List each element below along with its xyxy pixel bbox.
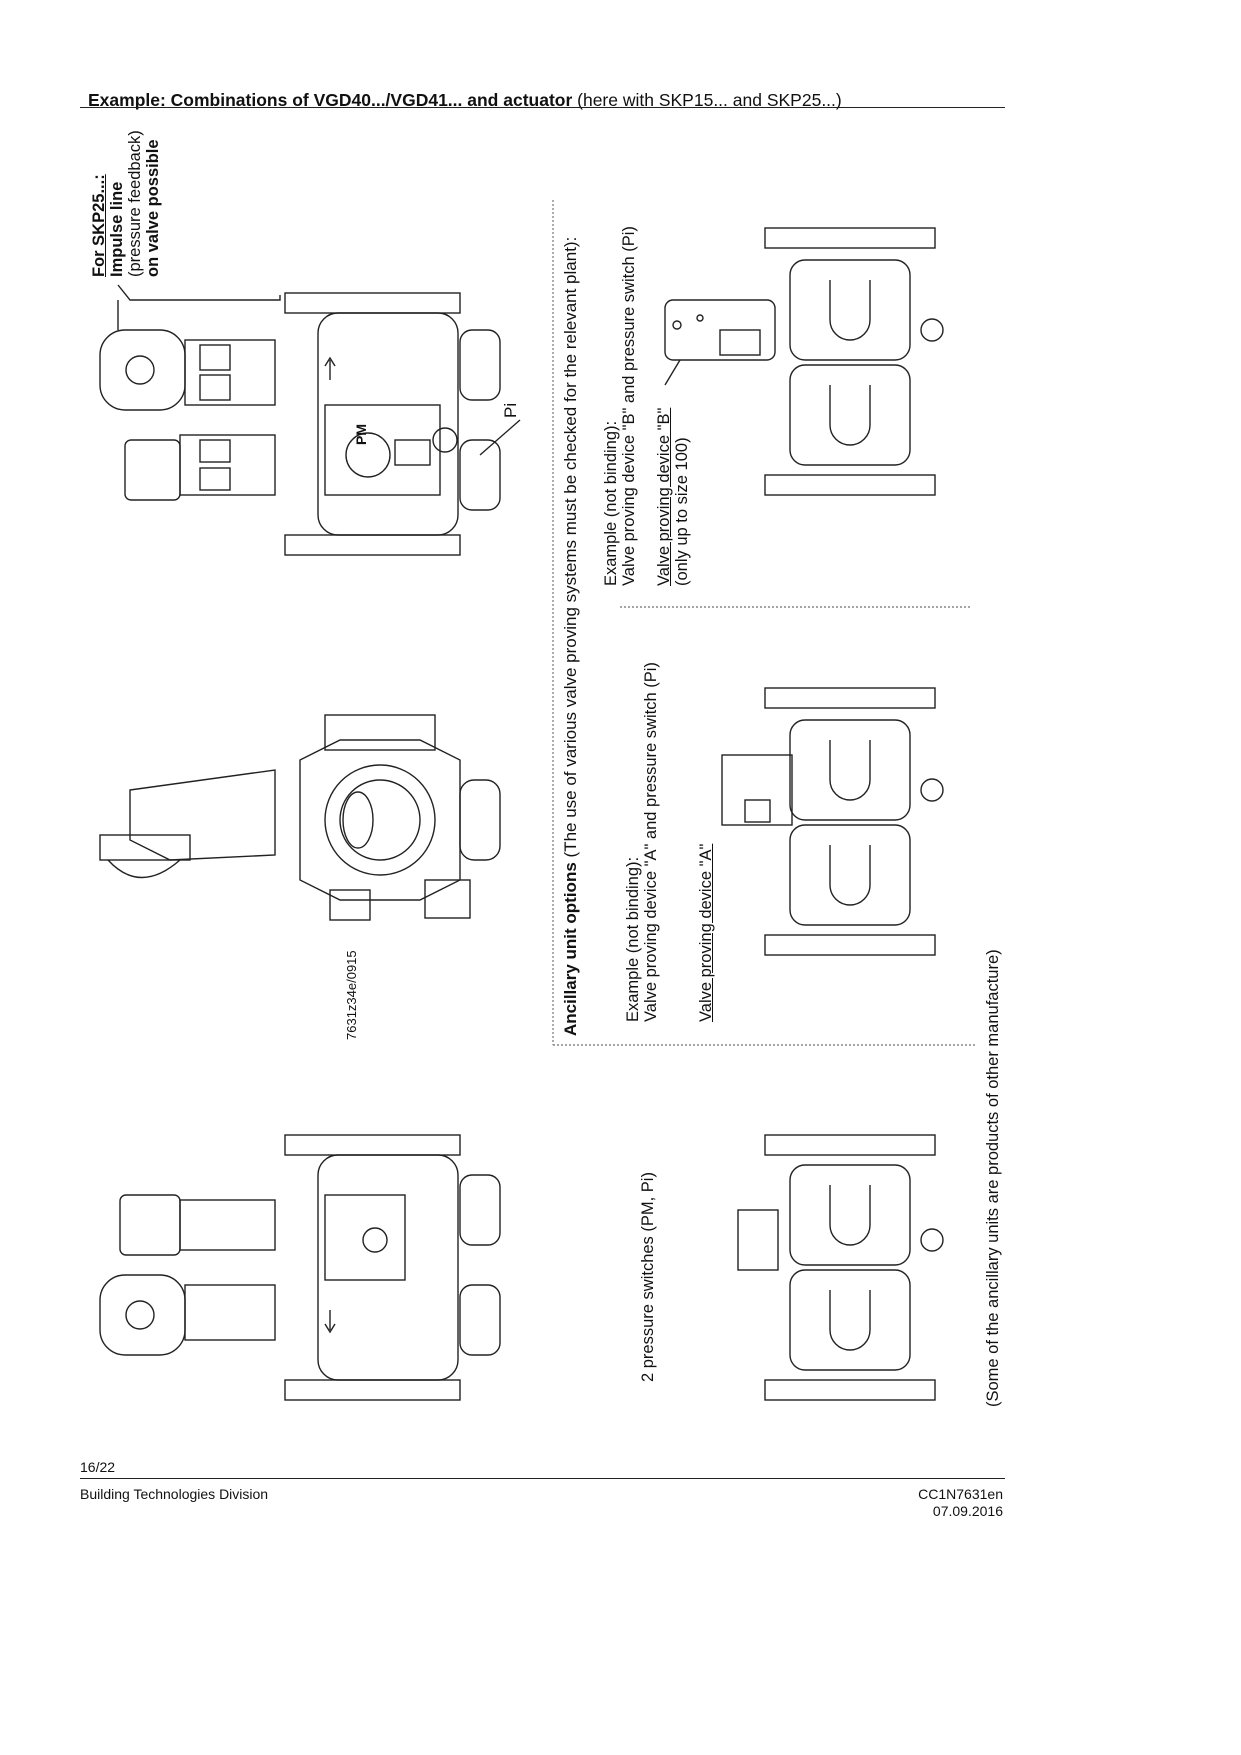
title-bold: Example: Combinations of VGD40.../VGD41.…	[88, 90, 573, 110]
device-a-text: Valve proving device "A"	[697, 843, 715, 1022]
page-number: 16/22	[80, 1459, 116, 1475]
note-line-1: For SKP25...:	[90, 174, 108, 277]
ancillary-heading-rest: (The use of various valve proving system…	[561, 236, 580, 863]
note-line-4: on valve possible	[144, 139, 162, 277]
device-b-line-2: (only up to size 100)	[673, 437, 691, 586]
valve-drawing-top-pm-pi	[99, 292, 521, 556]
example-b-text: Example (not binding): Valve proving dev…	[602, 226, 638, 586]
drawing-id: 7631z34e/0915	[344, 950, 359, 1040]
example-b-line-1: Example (not binding):	[602, 420, 620, 586]
pi-label: Pi	[501, 402, 520, 418]
example-a-line-2: Valve proving device "A" and pressure sw…	[642, 662, 660, 1022]
valve-drawing-bottom-view	[99, 1134, 501, 1401]
device-b-text: Valve proving device "B" (only up to siz…	[655, 408, 691, 586]
footer-division: Building Technologies Division	[80, 1486, 269, 1502]
other-manufacture-note: (Some of the ancillary units are product…	[984, 949, 1002, 1407]
page-title: Example: Combinations of VGD40.../VGD41.…	[88, 90, 842, 111]
title-rest: (here with SKP15... and SKP25...)	[572, 90, 842, 110]
example-a-line-1: Example (not binding):	[624, 856, 642, 1022]
note-line-2: Impulse line	[108, 181, 126, 277]
example-b-line-2: Valve proving device "B" and pressure sw…	[620, 226, 638, 586]
pm-label: PM	[353, 424, 369, 445]
footer-date: 07.09.2016	[932, 1503, 1003, 1519]
ancillary-heading: Ancillary unit options (The use of vario…	[561, 236, 580, 1036]
device-b-line-1: Valve proving device "B"	[655, 407, 673, 586]
valve-drawing-side-view	[99, 714, 501, 921]
example-a-text: Example (not binding): Valve proving dev…	[624, 662, 660, 1022]
note-line-3: (pressure feedback)	[126, 130, 144, 277]
impulse-line-leader	[117, 284, 281, 301]
impulse-line-note: For SKP25...: Impulse line (pressure fee…	[90, 130, 162, 277]
two-switches-text: 2 pressure switches (PM, Pi)	[639, 1172, 657, 1382]
footer-doc-id: CC1N7631en	[918, 1486, 1003, 1502]
valve-drawing-two-switches	[737, 1134, 944, 1401]
header-rule	[80, 107, 1005, 108]
valve-drawing-device-b	[664, 227, 944, 496]
valve-drawing-device-a	[721, 687, 944, 956]
ancillary-heading-bold: Ancillary unit options	[561, 862, 580, 1036]
footer-rule	[80, 1478, 1005, 1479]
